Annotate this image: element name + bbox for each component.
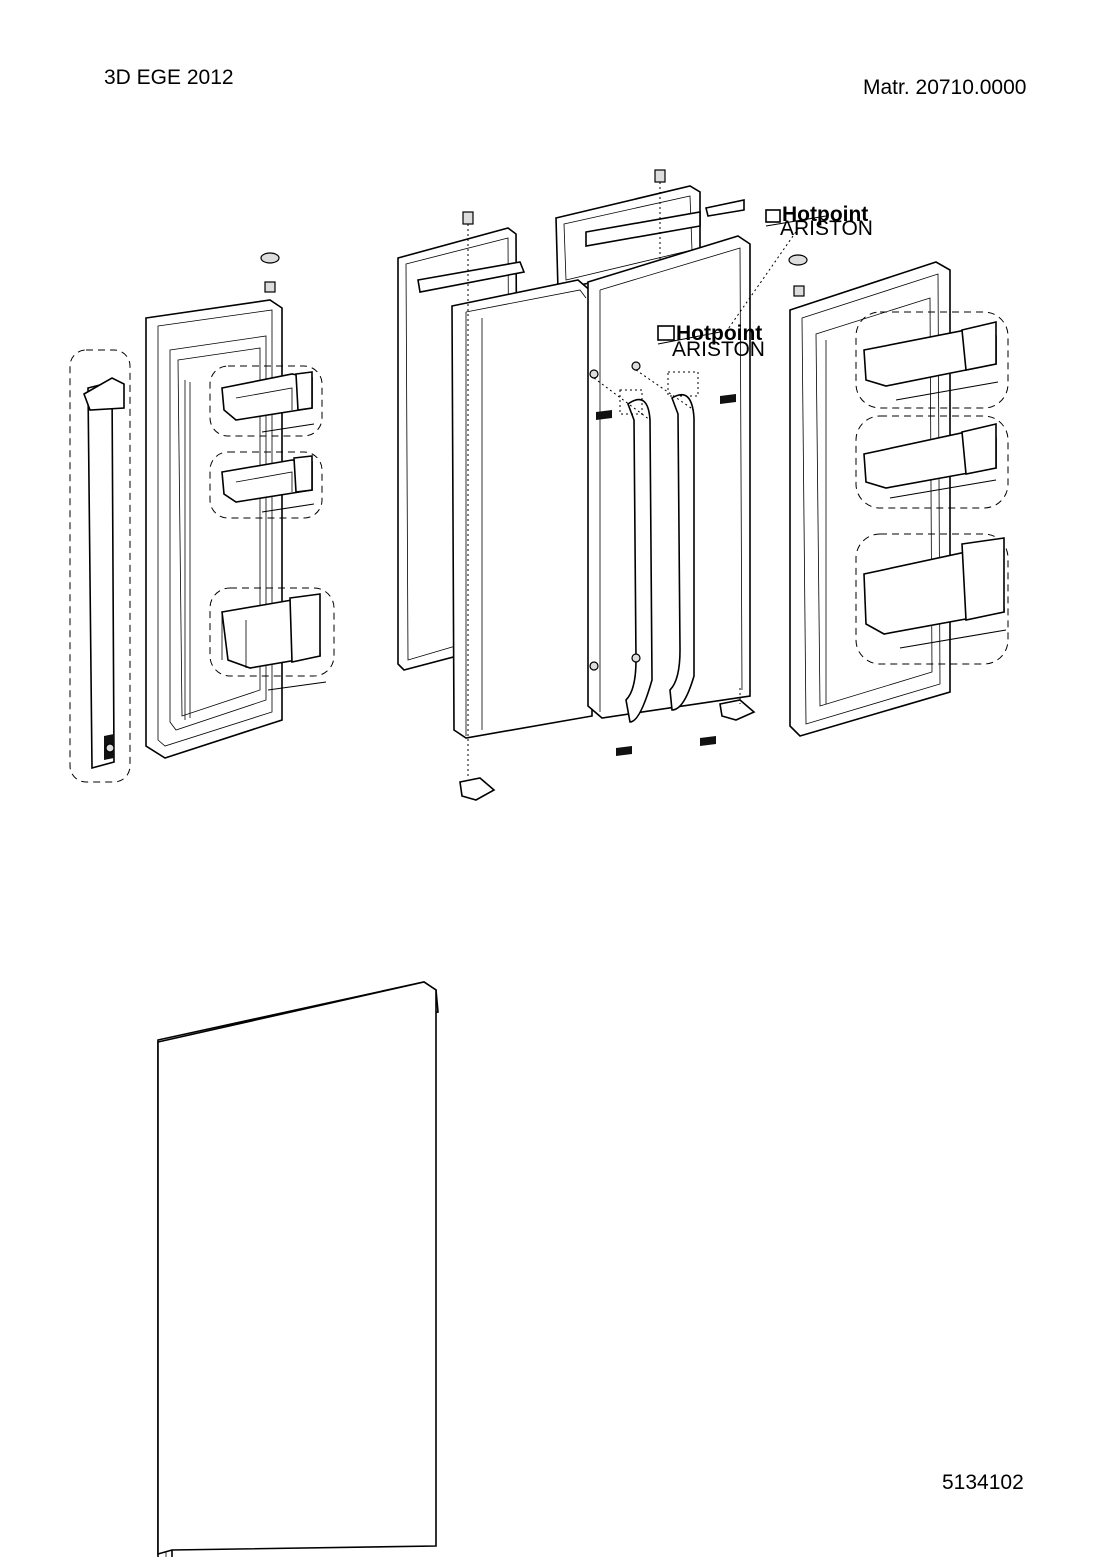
door-logo-badge: Hotpoint ARISTON <box>657 322 765 361</box>
right-door-shelf-upper <box>855 311 1009 409</box>
left-door-plugs <box>260 252 280 293</box>
left-door-inner <box>145 299 283 759</box>
right-door-shelf-middle <box>855 415 1009 509</box>
loose-logo-badge: Hotpoint ARISTON <box>765 203 873 240</box>
logo-brand-text: Hotpoint <box>676 322 762 345</box>
logo-subbrand-text: ARISTON <box>672 338 765 361</box>
document-number: 5134102 <box>942 1471 1024 1494</box>
door-handles <box>619 371 699 723</box>
left-door-shelf-upper <box>209 365 323 437</box>
center-dotted-guides <box>467 182 801 778</box>
right-door-bottle-shelf <box>855 533 1009 665</box>
freezer-door-assembly-final <box>157 981 437 1556</box>
right-door-inner <box>789 261 951 737</box>
right-door-plugs <box>788 254 808 297</box>
hinge-brackets <box>459 699 756 801</box>
left-door-shelf-middle <box>209 451 323 519</box>
loose-logo-subbrand: ARISTON <box>780 217 873 240</box>
material-number: Matr. 20710.0000 <box>863 76 1027 99</box>
door-panel-right <box>587 235 751 719</box>
door-panel-left <box>451 279 593 739</box>
model-name: 3D EGE 2012 <box>104 66 234 89</box>
freezer-gasket <box>157 981 437 1556</box>
door-trim-strip <box>69 349 131 783</box>
left-door-bottle-shelf <box>209 587 335 691</box>
